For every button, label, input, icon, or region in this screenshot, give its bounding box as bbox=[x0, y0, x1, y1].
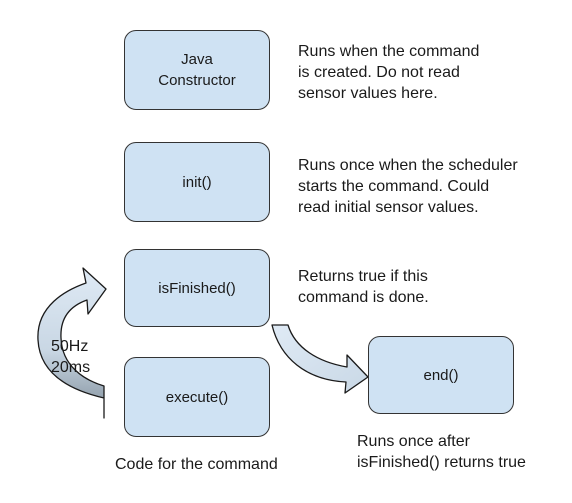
end-label: end() bbox=[423, 366, 459, 384]
loop-arrow bbox=[37, 267, 107, 419]
end-description: Runs once after isFinished() returns tru… bbox=[357, 433, 526, 471]
isfinished-label: isFinished() bbox=[158, 279, 236, 297]
init-label: init() bbox=[182, 173, 212, 191]
init-box: init() bbox=[124, 142, 270, 222]
isfinished-box: isFinished() bbox=[124, 249, 270, 327]
execute-box: execute() bbox=[124, 357, 270, 437]
end-box: end() bbox=[368, 336, 514, 414]
isfinished-description: Returns true if this command is done. bbox=[298, 268, 429, 306]
java-constructor-box: Java Constructor bbox=[124, 30, 270, 110]
init-description: Runs once when the scheduler starts the … bbox=[298, 157, 518, 216]
loop-frequency-label: 50Hz 20ms bbox=[51, 338, 91, 376]
command-code-caption: Code for the command bbox=[115, 456, 278, 473]
execute-label: execute() bbox=[165, 388, 229, 406]
java-constructor-label: Java Constructor bbox=[158, 51, 236, 89]
to-end-arrow bbox=[271, 324, 369, 394]
constructor-description: Runs when the command is created. Do not… bbox=[298, 43, 480, 102]
